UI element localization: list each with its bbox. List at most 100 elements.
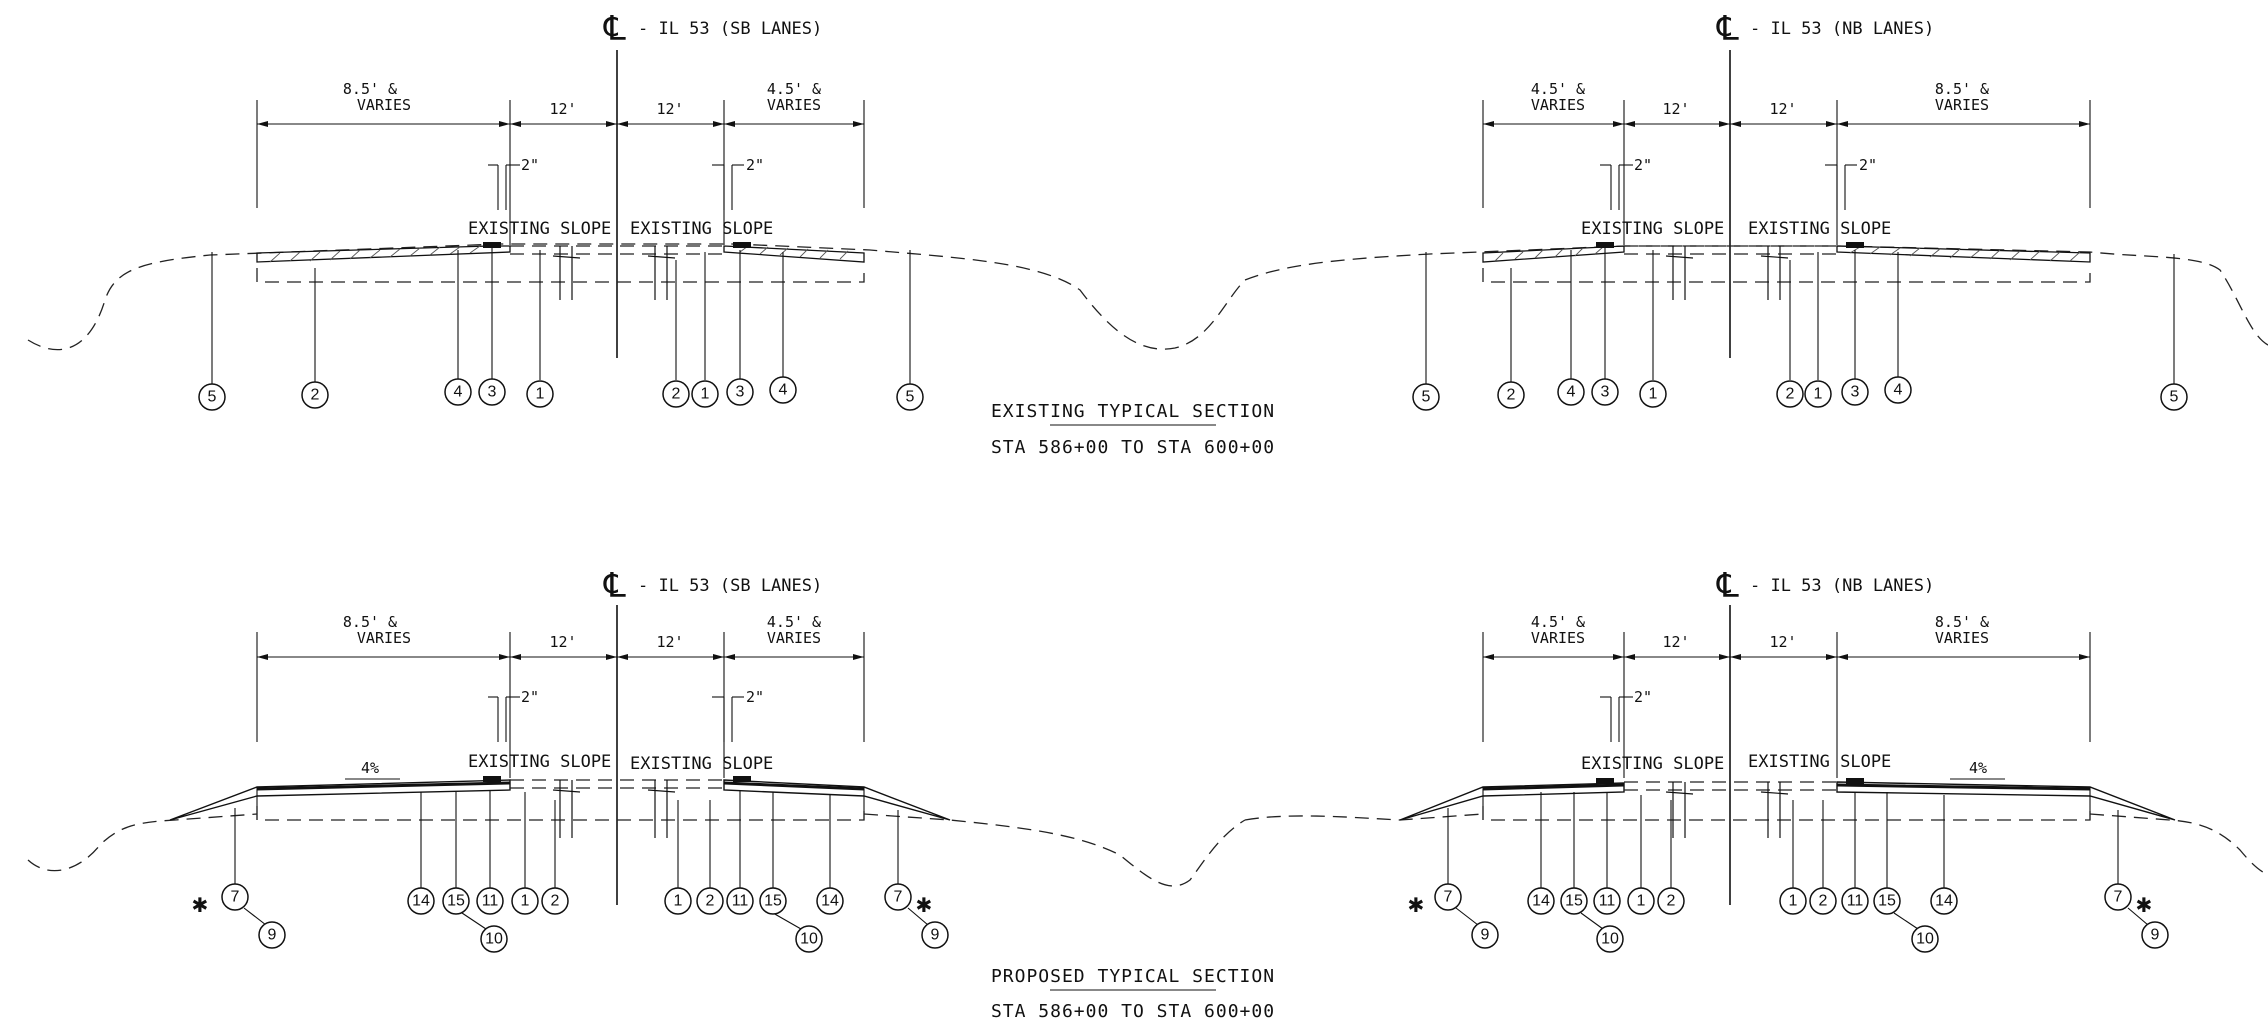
- dim-2in-left: 2": [521, 156, 539, 174]
- callout-number: 4: [454, 384, 463, 401]
- callout-circle: [221, 883, 249, 911]
- dim-shoulder-left: 8.5' &: [343, 80, 397, 98]
- svg-text:VARIES: VARIES: [357, 629, 411, 647]
- existing-ground: [27, 813, 1246, 887]
- callout-number: 5: [2170, 389, 2179, 406]
- callout-number: 2: [1819, 893, 1828, 910]
- existing-ground: [1244, 813, 2268, 876]
- centerline-symbol: ℄: [1716, 566, 1739, 606]
- callout-number: 7: [231, 889, 240, 906]
- svg-text:12': 12': [656, 633, 683, 651]
- callout-number: 9: [2151, 927, 2160, 944]
- callout-number: 14: [821, 893, 839, 910]
- proposed-title: PROPOSED TYPICAL SECTION: [991, 966, 1275, 987]
- centerline-symbol: ℄: [603, 9, 626, 49]
- existing-ground: [1244, 245, 2268, 346]
- proposed-title-block: PROPOSED TYPICAL SECTION STA 586+00 TO S…: [991, 966, 1275, 1022]
- svg-text:VARIES: VARIES: [1531, 629, 1585, 647]
- svg-text:8.5' &: 8.5' &: [1935, 613, 1989, 631]
- callout-circle: [726, 378, 754, 406]
- svg-text:2": 2": [1859, 156, 1877, 174]
- callout-circle: [1884, 376, 1912, 404]
- existing-slope-right: EXISTING SLOPE: [1748, 752, 1891, 772]
- callouts: ✱ 7 9 14 15 10 11 1 2 1 2 11 15 10 14 7 …: [1408, 883, 2169, 953]
- existing-slope-right: EXISTING SLOPE: [1748, 219, 1891, 239]
- callout-number: 1: [1789, 893, 1798, 910]
- callout-number: 11: [1599, 893, 1616, 910]
- star-note-right: ✱: [916, 889, 932, 919]
- existing-slope-right: EXISTING SLOPE: [630, 754, 773, 774]
- callout-number: 11: [732, 893, 749, 910]
- callout-circle: [301, 381, 329, 409]
- callout-circle: [1776, 380, 1804, 408]
- callout-number: 9: [268, 927, 277, 944]
- svg-text:12': 12': [1662, 633, 1689, 651]
- grade-label: 4%: [361, 759, 379, 777]
- callout-number: 7: [894, 889, 903, 906]
- centerline-symbol: ℄: [1716, 9, 1739, 49]
- callout-circle: [769, 376, 797, 404]
- callout-circle: [1639, 380, 1667, 408]
- callout-number: 3: [488, 384, 497, 401]
- callout-number: 15: [764, 893, 782, 910]
- callout-circle: [1657, 887, 1685, 915]
- callout-number: 10: [1601, 931, 1619, 948]
- existing-slope-left: EXISTING SLOPE: [468, 219, 611, 239]
- svg-text:4.5' &: 4.5' &: [1531, 613, 1585, 631]
- existing-nb-section: ℄ - IL 53 (NB LANES) 4.5' & VARIES 12' 1…: [1244, 9, 2268, 411]
- callout-circle: [1841, 378, 1869, 406]
- callout-number: 3: [1851, 384, 1860, 401]
- callout-number: 1: [1814, 386, 1823, 403]
- callouts: 5 2 4 3 1 2 1 3 4 5: [198, 376, 924, 411]
- callout-circle: [726, 887, 754, 915]
- callout-circle: [664, 887, 692, 915]
- callout-circle: [2141, 921, 2169, 949]
- callout-number: 11: [1847, 893, 1864, 910]
- svg-text:VARIES: VARIES: [767, 629, 821, 647]
- callout-circle: [1841, 887, 1869, 915]
- callout-number: 9: [1481, 927, 1490, 944]
- callout-number: 1: [1649, 386, 1658, 403]
- star-note-left: ✱: [192, 889, 208, 919]
- callout-number: 2: [551, 893, 560, 910]
- callout-circle: [407, 887, 435, 915]
- callout-circle: [2160, 383, 2188, 411]
- dim-shoulder-right: 8.5' &: [1935, 80, 1989, 98]
- centerline-label: - IL 53 (NB LANES): [1750, 576, 1934, 596]
- existing-sb-section: ℄ - IL 53 (SB LANES) 8.5' & VARIES 12' 1…: [27, 9, 1246, 411]
- callout-number: 5: [906, 389, 915, 406]
- dim-lane-left: 12': [1662, 100, 1689, 118]
- callout-circle: [1596, 925, 1624, 953]
- callout-circle: [2104, 883, 2132, 911]
- callout-circle: [1873, 887, 1901, 915]
- callout-circle: [541, 887, 569, 915]
- grade-label: 4%: [1969, 759, 1987, 777]
- callout-circle: [476, 887, 504, 915]
- dim-lane-right: 12': [1769, 100, 1796, 118]
- callout-number: 4: [1894, 382, 1903, 399]
- dim-shoulder-right: 4.5' &: [767, 80, 821, 98]
- callout-number: 1: [521, 893, 530, 910]
- dim-shoulder-left-varies: VARIES: [357, 96, 411, 114]
- svg-text:2": 2": [1634, 688, 1652, 706]
- callout-number: 4: [779, 382, 788, 399]
- callouts: ✱ 7 9 14 15 10 11 1 2 1 2 11 15 10 14 7 …: [192, 883, 949, 953]
- callout-circle: [795, 925, 823, 953]
- star-note-right: ✱: [2136, 889, 2152, 919]
- callout-circle: [1557, 378, 1585, 406]
- dim-lane-left: 12': [549, 100, 576, 118]
- callout-number: 10: [1916, 931, 1934, 948]
- callout-circle: [526, 380, 554, 408]
- callout-circle: [1434, 883, 1462, 911]
- callout-number: 9: [931, 927, 940, 944]
- callout-circle: [1779, 887, 1807, 915]
- callout-circle: [896, 383, 924, 411]
- callout-circle: [691, 380, 719, 408]
- callout-circle: [921, 921, 949, 949]
- dim-shoulder-right-varies: VARIES: [1935, 96, 1989, 114]
- callout-number: 5: [208, 389, 217, 406]
- svg-text:4.5' &: 4.5' &: [767, 613, 821, 631]
- callout-circle: [478, 378, 506, 406]
- existing-slope-left: EXISTING SLOPE: [1581, 754, 1724, 774]
